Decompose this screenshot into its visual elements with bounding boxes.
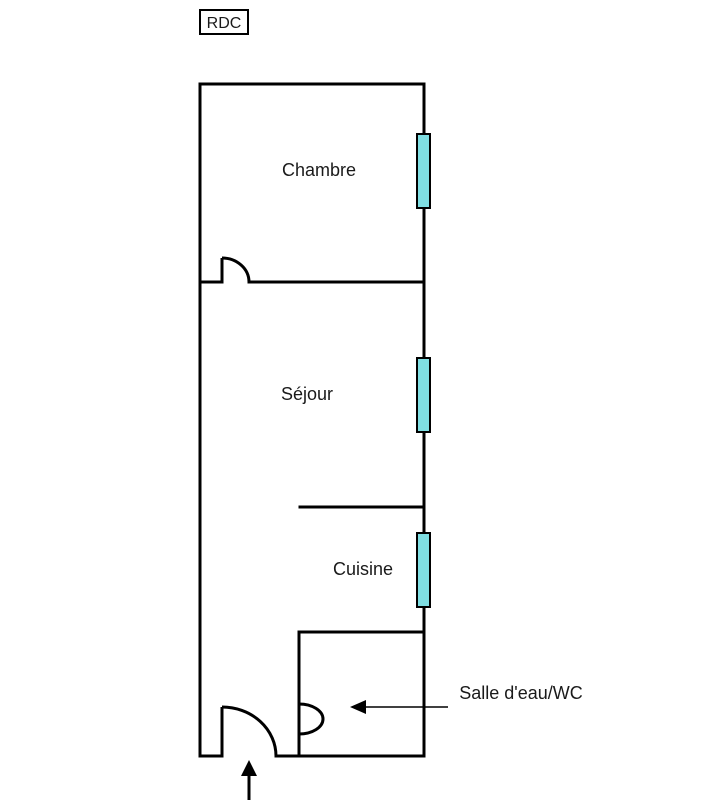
window-cuisine (416, 532, 431, 608)
room-labels: Chambre Séjour Cuisine Salle d'eau/WC (281, 160, 583, 703)
window-chambre (416, 133, 431, 209)
level-label: RDC (207, 15, 242, 32)
door-salle-eau (297, 702, 325, 736)
interior-walls (198, 280, 426, 758)
outer-walls (198, 82, 426, 758)
room-label-salle-eau: Salle d'eau/WC (459, 683, 583, 703)
room-label-sejour: Séjour (281, 384, 333, 404)
door-entrance-swing (221, 705, 278, 757)
level-badge: RDC (199, 9, 249, 35)
door-chambre (220, 256, 251, 283)
door-salle-eau-swing (298, 702, 325, 736)
door-chambre-swing (221, 256, 251, 283)
window-sejour (416, 357, 431, 433)
salle-eau-arrow-head (350, 700, 366, 714)
level-badge-frame (199, 9, 249, 35)
room-label-cuisine: Cuisine (333, 559, 393, 579)
room-label-chambre: Chambre (282, 160, 356, 180)
windows (416, 133, 431, 608)
entrance-arrow (241, 760, 257, 800)
entrance-arrow-head (241, 760, 257, 776)
doors (220, 256, 325, 757)
salle-eau-pointer-arrow (350, 700, 448, 714)
arrows (241, 700, 448, 800)
door-entrance (220, 705, 278, 757)
